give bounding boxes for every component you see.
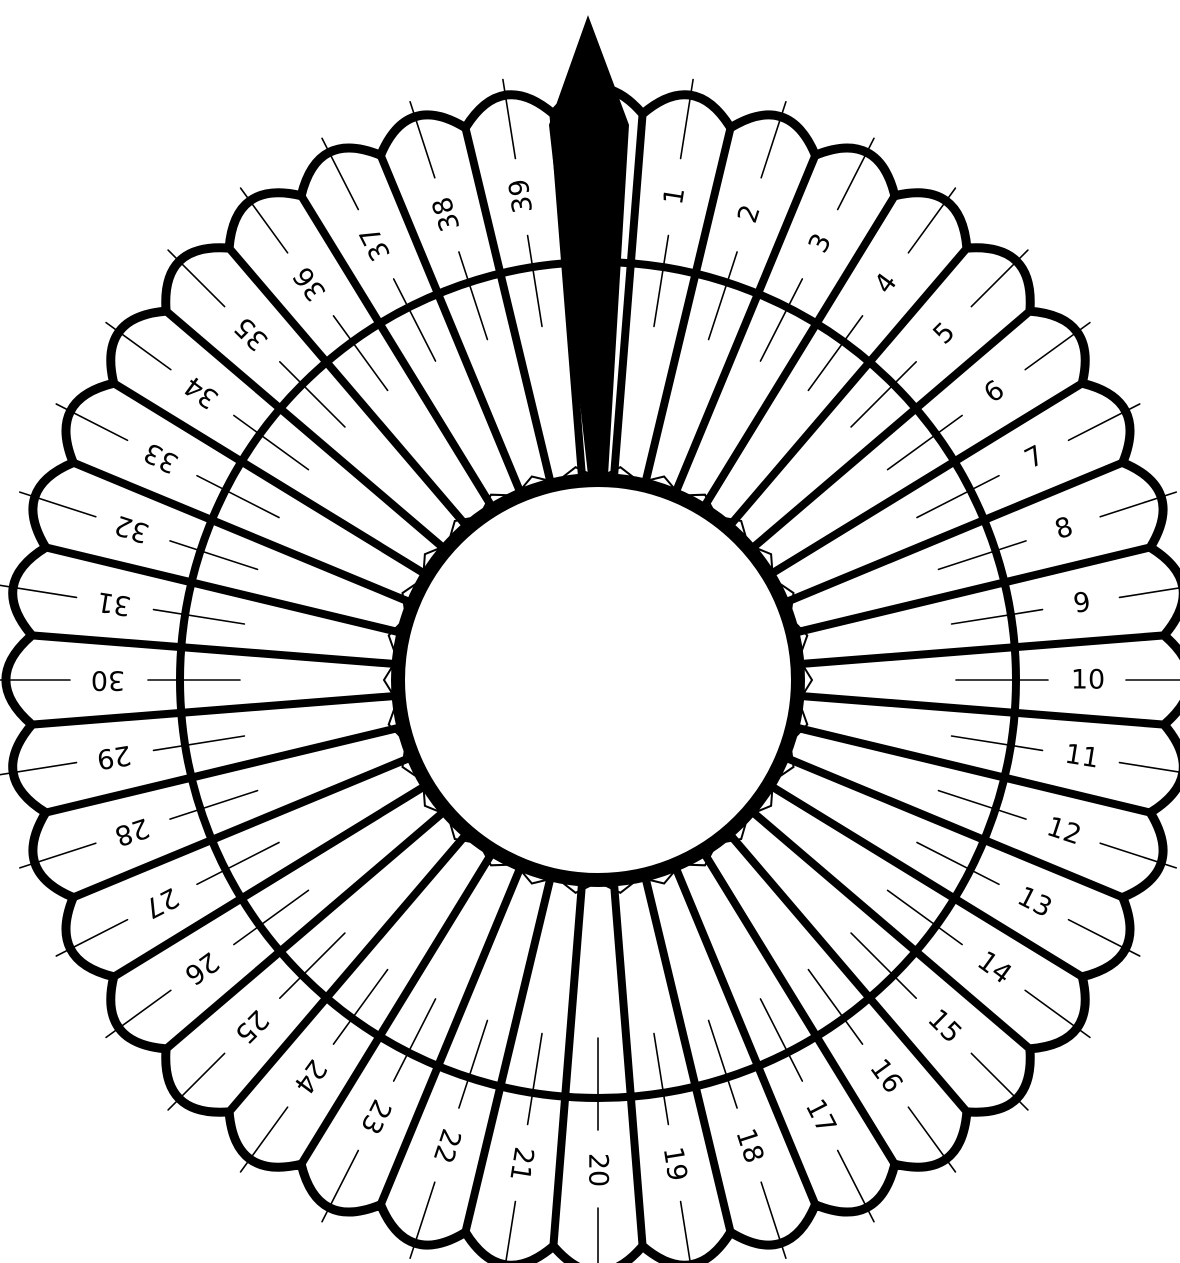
hub-circle [398,480,798,880]
slot-number-19: 19 [657,1145,693,1184]
slot-number-10: 10 [1071,665,1105,696]
slot-number-39: 39 [503,177,539,216]
slot-number-20: 20 [583,1153,614,1187]
slot-number-21: 21 [503,1145,539,1184]
slot-number-11: 11 [1063,739,1102,775]
slot-number-31: 31 [95,585,134,621]
slot-number-29: 29 [95,739,134,775]
slot-number-30: 30 [91,665,125,696]
